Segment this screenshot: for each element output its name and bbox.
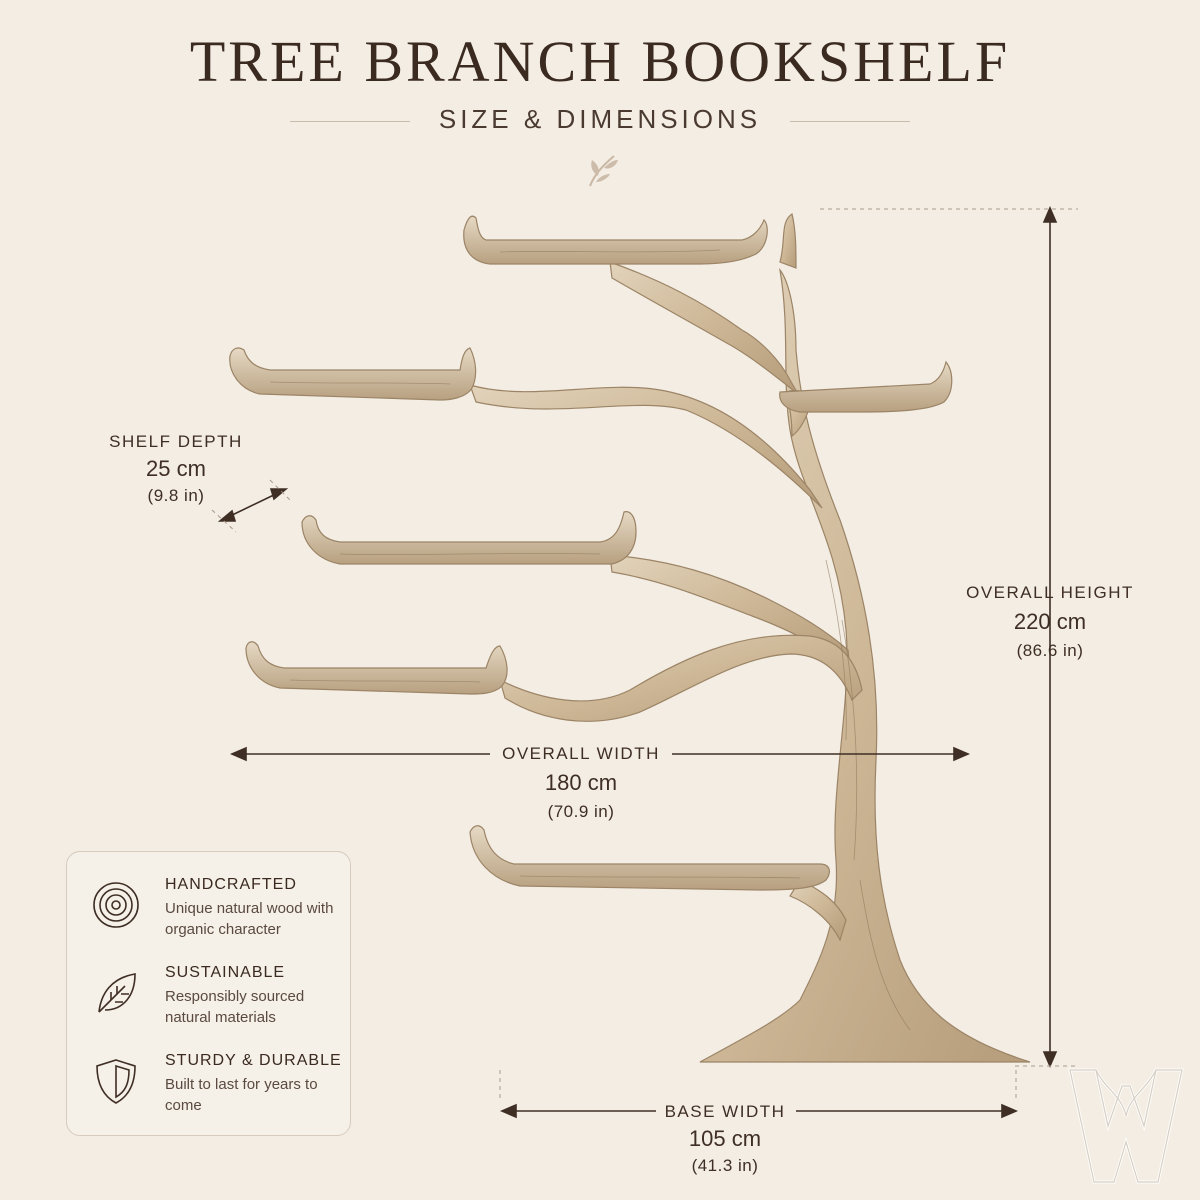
page-subtitle: SIZE & DIMENSIONS: [438, 104, 762, 134]
shelf-depth-caption: SHELF DEPTH: [109, 432, 243, 451]
base-width-label: BASE WIDTH 105 cm (41.3 in): [640, 1102, 810, 1176]
feature-item-handcrafted: HANDCRAFTED Unique natural wood with org…: [67, 876, 350, 956]
base-width-metric: 105 cm: [688, 1126, 762, 1151]
page-title: TREE BRANCH BOOKSHELF: [189, 29, 1011, 94]
shelf-depth-imperial: (9.8 in): [147, 486, 205, 505]
brand-logo-icon: [1068, 1068, 1184, 1184]
base-width-imperial: (41.3 in): [691, 1156, 759, 1175]
leaf-ornament-icon: [589, 155, 618, 187]
overall-width-metric: 180 cm: [544, 770, 618, 795]
feature-card: HANDCRAFTED Unique natural wood with org…: [66, 851, 351, 1136]
shelf-depth-label: SHELF DEPTH 25 cm (9.8 in): [96, 432, 256, 506]
feature-description: Unique natural wood with organic charact…: [165, 900, 334, 938]
overall-height-imperial: (86.6 in): [1016, 641, 1084, 660]
feature-description: Built to last for years to come: [165, 1076, 318, 1114]
feature-item-sustainable: SUSTAINABLE Responsibly sourced natural …: [67, 964, 350, 1044]
overall-width-label: OVERALL WIDTH 180 cm (70.9 in): [486, 744, 676, 822]
feature-title: HANDCRAFTED: [165, 876, 297, 893]
shelf-depth-metric: 25 cm: [146, 456, 206, 481]
overall-height-metric: 220 cm: [1013, 609, 1087, 634]
base-width-caption: BASE WIDTH: [664, 1102, 786, 1121]
divider-right: [790, 121, 910, 122]
overall-height-caption: OVERALL HEIGHT: [966, 583, 1134, 602]
overall-width-caption: OVERALL WIDTH: [502, 744, 660, 763]
feature-item-sturdy: STURDY & DURABLE Built to last for years…: [67, 1052, 350, 1132]
feature-description: Responsibly sourced natural materials: [165, 988, 305, 1026]
wood-rings-icon: [93, 882, 139, 928]
shield-icon: [96, 1059, 136, 1104]
feature-title: STURDY & DURABLE: [165, 1052, 342, 1069]
feature-title: SUSTAINABLE: [165, 964, 286, 981]
divider-left: [290, 121, 410, 122]
overall-width-imperial: (70.9 in): [547, 802, 615, 821]
leaf-icon: [98, 973, 136, 1013]
overall-height-label: OVERALL HEIGHT 220 cm (86.6 in): [960, 583, 1140, 661]
